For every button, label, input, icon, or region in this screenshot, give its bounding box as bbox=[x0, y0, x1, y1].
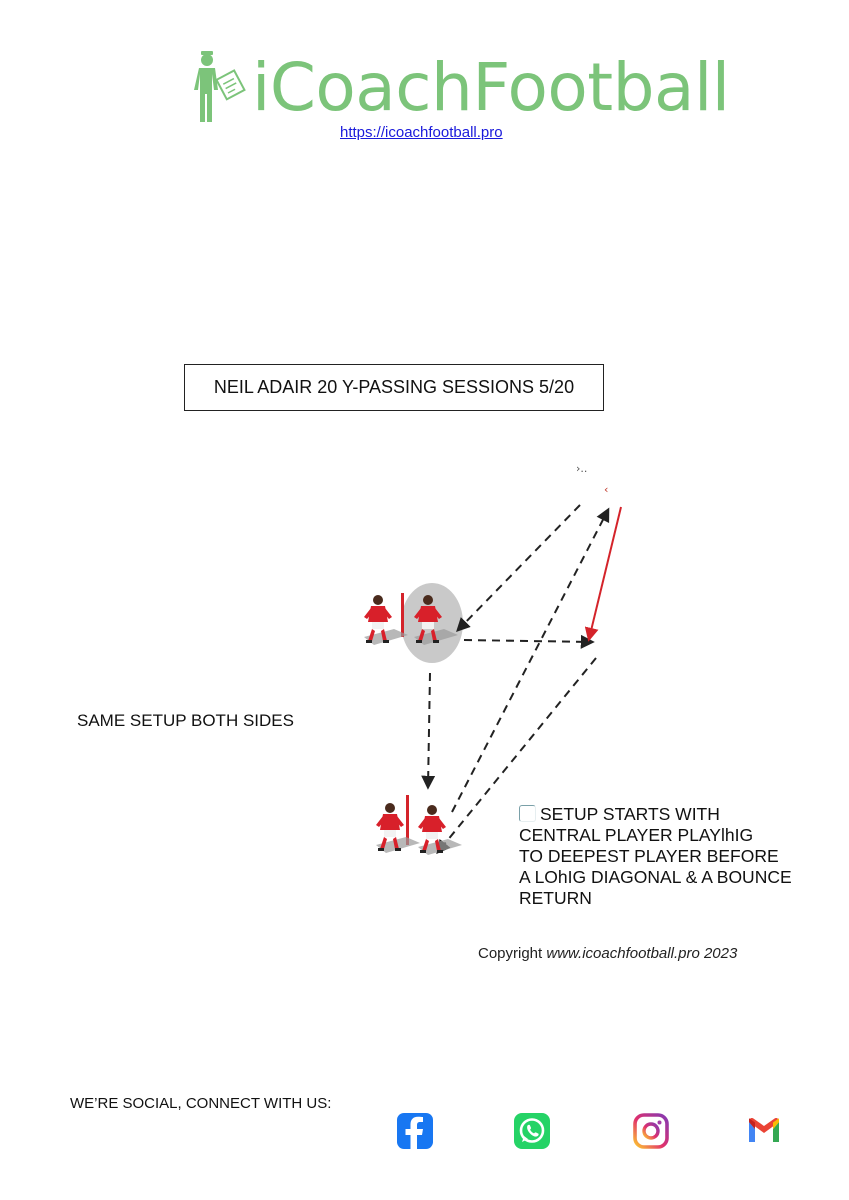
whatsapp-icon[interactable] bbox=[513, 1112, 551, 1150]
social-label: WE’RE SOCIAL, CONNECT WITH US: bbox=[70, 1095, 332, 1112]
description-line: CENTRAL PLAYER PLAYlhIG bbox=[519, 825, 754, 845]
player-central bbox=[414, 595, 458, 645]
facebook-icon[interactable] bbox=[396, 1112, 434, 1150]
site-link[interactable]: https://icoachfootball.pro bbox=[340, 124, 503, 141]
player-bottom-left bbox=[376, 803, 420, 853]
drill-diagram: ›.. ‹ bbox=[364, 462, 622, 855]
player-top-left bbox=[364, 595, 408, 645]
copyright-prefix: Copyright bbox=[478, 945, 543, 962]
diagram-top-mark: ›.. bbox=[576, 462, 587, 475]
instagram-icon[interactable] bbox=[632, 1112, 670, 1150]
diagonal-pass-arrow bbox=[451, 507, 610, 813]
brand-logo-text: iCoachFootball bbox=[252, 49, 730, 126]
session-title-text: NEIL ADAIR 20 Y-PASSING SESSIONS 5/20 bbox=[213, 377, 575, 397]
setup-description: SETUP STARTS WITH CENTRAL PLAYER PLAYlhI… bbox=[519, 804, 819, 909]
copyright-site: www.icoachfootball.pro bbox=[546, 945, 700, 962]
session-title: NEIL ADAIR 20 Y-PASSING SESSIONS 5/20 bbox=[184, 364, 604, 411]
diagram-top-mark-red: ‹ bbox=[604, 483, 608, 496]
copyright-notice: Copyright www.icoachfootball.pro 2023 bbox=[478, 945, 737, 962]
pass-arrow-top-to-central bbox=[456, 504, 581, 633]
pass-arrow-central-to-deep bbox=[421, 672, 436, 790]
gmail-icon[interactable] bbox=[747, 1116, 781, 1146]
description-line: SETUP STARTS WITH bbox=[519, 804, 819, 825]
coach-logo-icon bbox=[194, 51, 246, 122]
pass-arrow-central-to-right bbox=[463, 634, 595, 649]
checkbox-icon bbox=[519, 805, 536, 822]
pole-top bbox=[401, 593, 404, 637]
description-line: TO DEEPEST PLAYER BEFORE bbox=[519, 846, 779, 866]
description-line: RETURN bbox=[519, 888, 592, 908]
copyright-year: 2023 bbox=[703, 945, 738, 962]
player-bottom-right bbox=[418, 805, 462, 855]
pole-bottom bbox=[406, 795, 409, 845]
description-line: A LOhIG DIAGONAL & A BOUNCE bbox=[519, 867, 792, 887]
player-run-arrow bbox=[584, 506, 622, 642]
same-setup-note: SAME SETUP BOTH SIDES bbox=[77, 711, 294, 730]
